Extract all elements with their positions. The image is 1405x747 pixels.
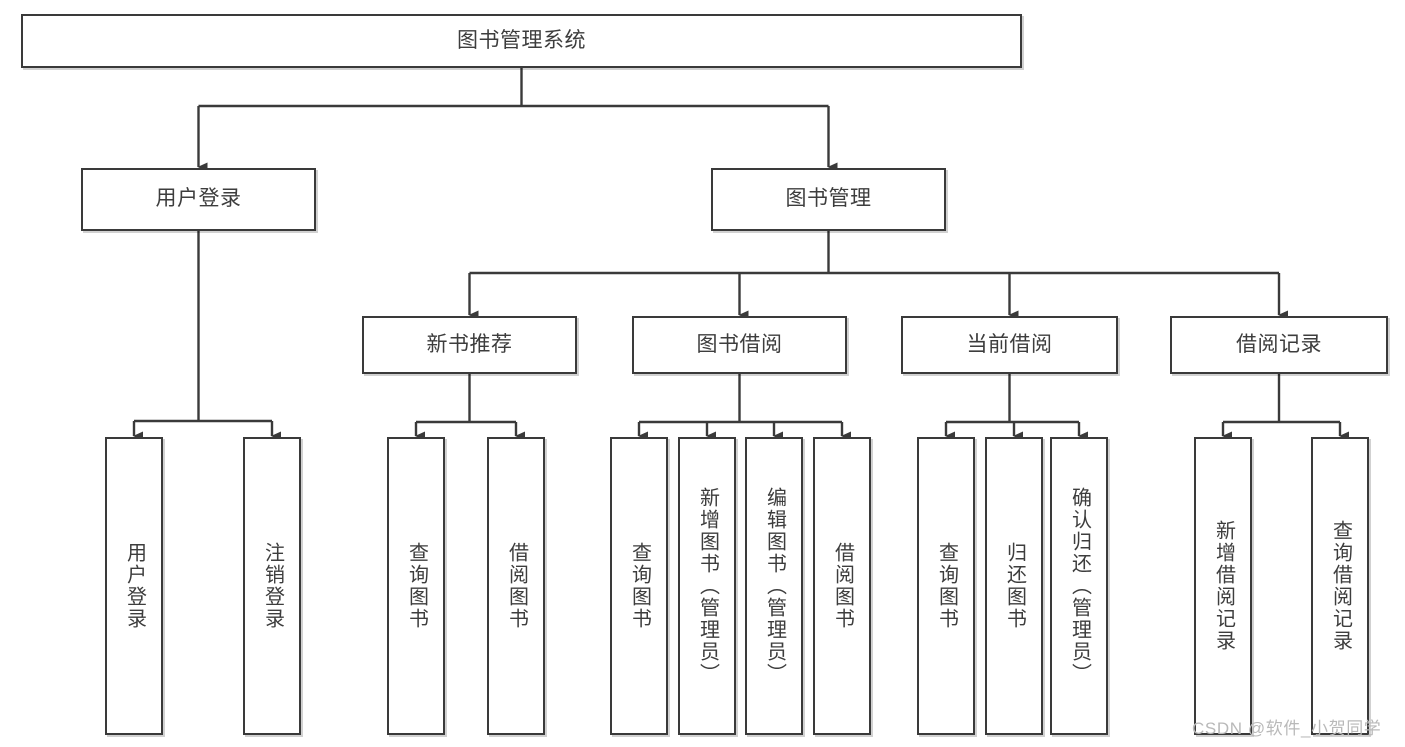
- node-label: 查询图书: [405, 542, 428, 630]
- node-label: 当前借阅: [966, 332, 1053, 356]
- node-leaf-br-query-record[interactable]: 查询借阅记录: [1311, 437, 1369, 735]
- node-label: 借阅记录: [1236, 332, 1322, 356]
- node-leaf-bb-add-book[interactable]: 新增图书（管理员）: [678, 437, 736, 735]
- node-book-borrow[interactable]: 图书借阅: [632, 316, 847, 374]
- node-label: 查询图书: [628, 542, 651, 630]
- node-leaf-rec-query-book[interactable]: 查询图书: [387, 437, 445, 735]
- node-label: 用户登录: [155, 187, 242, 211]
- node-user-login[interactable]: 用户登录: [81, 168, 316, 231]
- node-leaf-br-add-record[interactable]: 新增借阅记录: [1194, 437, 1252, 735]
- node-leaf-user-login[interactable]: 用户登录: [105, 437, 163, 735]
- node-leaf-cb-return-book[interactable]: 归还图书: [985, 437, 1043, 735]
- node-root[interactable]: 图书管理系统: [21, 14, 1022, 68]
- node-current-borrow[interactable]: 当前借阅: [901, 316, 1118, 374]
- node-leaf-rec-borrow-book[interactable]: 借阅图书: [487, 437, 545, 735]
- node-leaf-cb-confirm[interactable]: 确认归还（管理员）: [1050, 437, 1108, 735]
- node-label: 用户登录: [123, 542, 146, 630]
- node-label: 借阅图书: [505, 542, 528, 630]
- node-label: 图书管理: [785, 187, 872, 211]
- node-label: 归还图书: [1003, 542, 1026, 630]
- node-label: 新增借阅记录: [1212, 520, 1235, 652]
- node-leaf-user-logout[interactable]: 注销登录: [243, 437, 301, 735]
- node-label: 注销登录: [261, 542, 284, 630]
- node-label: 新增图书（管理员）: [696, 487, 719, 685]
- node-borrow-record[interactable]: 借阅记录: [1170, 316, 1388, 374]
- node-leaf-bb-query-book[interactable]: 查询图书: [610, 437, 668, 735]
- node-label: 图书借阅: [696, 332, 783, 356]
- node-leaf-bb-borrow-book[interactable]: 借阅图书: [813, 437, 871, 735]
- node-label: 确认归还（管理员）: [1068, 487, 1091, 685]
- node-label: 图书管理系统: [457, 28, 586, 52]
- node-label: 新书推荐: [426, 332, 513, 356]
- node-label: 编辑图书（管理员）: [763, 487, 786, 685]
- node-book-mgmt[interactable]: 图书管理: [711, 168, 946, 231]
- node-leaf-cb-query-book[interactable]: 查询图书: [917, 437, 975, 735]
- edge-group: [132, 68, 1349, 441]
- node-label: 查询图书: [935, 542, 958, 630]
- watermark-text: CSDN @软件_小贺同学: [1192, 719, 1382, 738]
- node-label: 查询借阅记录: [1329, 520, 1352, 652]
- node-label: 借阅图书: [831, 542, 854, 630]
- node-new-book-rec[interactable]: 新书推荐: [362, 316, 577, 374]
- node-leaf-bb-edit-book[interactable]: 编辑图书（管理员）: [745, 437, 803, 735]
